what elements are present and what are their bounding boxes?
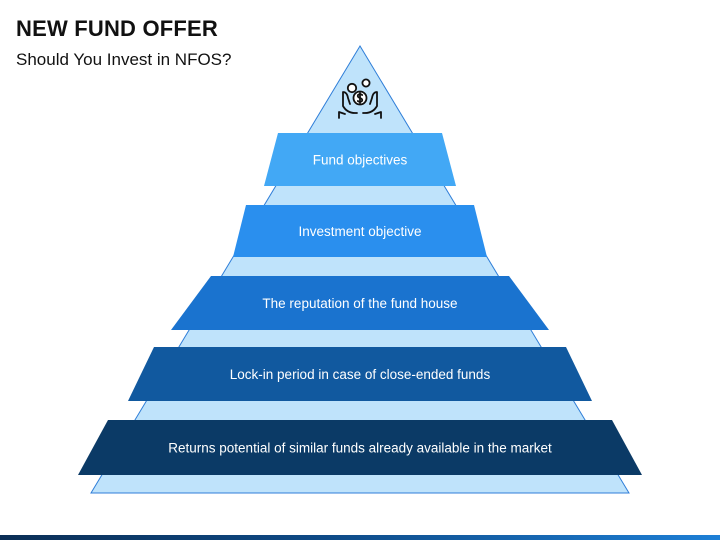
page-title: NEW FUND OFFER (16, 16, 219, 41)
pyramid-level-label: The reputation of the fund house (262, 296, 457, 311)
pyramid-band-5 (78, 420, 642, 475)
pyramid-level-label: Investment objective (298, 224, 421, 239)
page-subtitle: Should You Invest in NFOS? (16, 50, 232, 69)
pyramid-band-4 (128, 347, 592, 401)
footer-accent-bar (0, 535, 720, 540)
pyramid-level-4: Lock-in period in case of close-ended fu… (128, 347, 592, 401)
pyramid-band-3 (171, 276, 549, 330)
pyramid-band-1 (264, 133, 456, 186)
pyramid-level-2: Investment objective (233, 205, 487, 257)
pyramid-level-label: Lock-in period in case of close-ended fu… (230, 367, 491, 382)
pyramid-level-3: The reputation of the fund house (171, 276, 549, 330)
pyramid-level-label: Returns potential of similar funds alrea… (168, 441, 552, 456)
money-hands-icon (338, 78, 382, 119)
pyramid-level-1: Fund objectives (264, 133, 456, 186)
pyramid-band-2 (233, 205, 487, 257)
pyramid-level-5: Returns potential of similar funds alrea… (78, 420, 642, 475)
pyramid-level-label: Fund objectives (313, 153, 408, 168)
